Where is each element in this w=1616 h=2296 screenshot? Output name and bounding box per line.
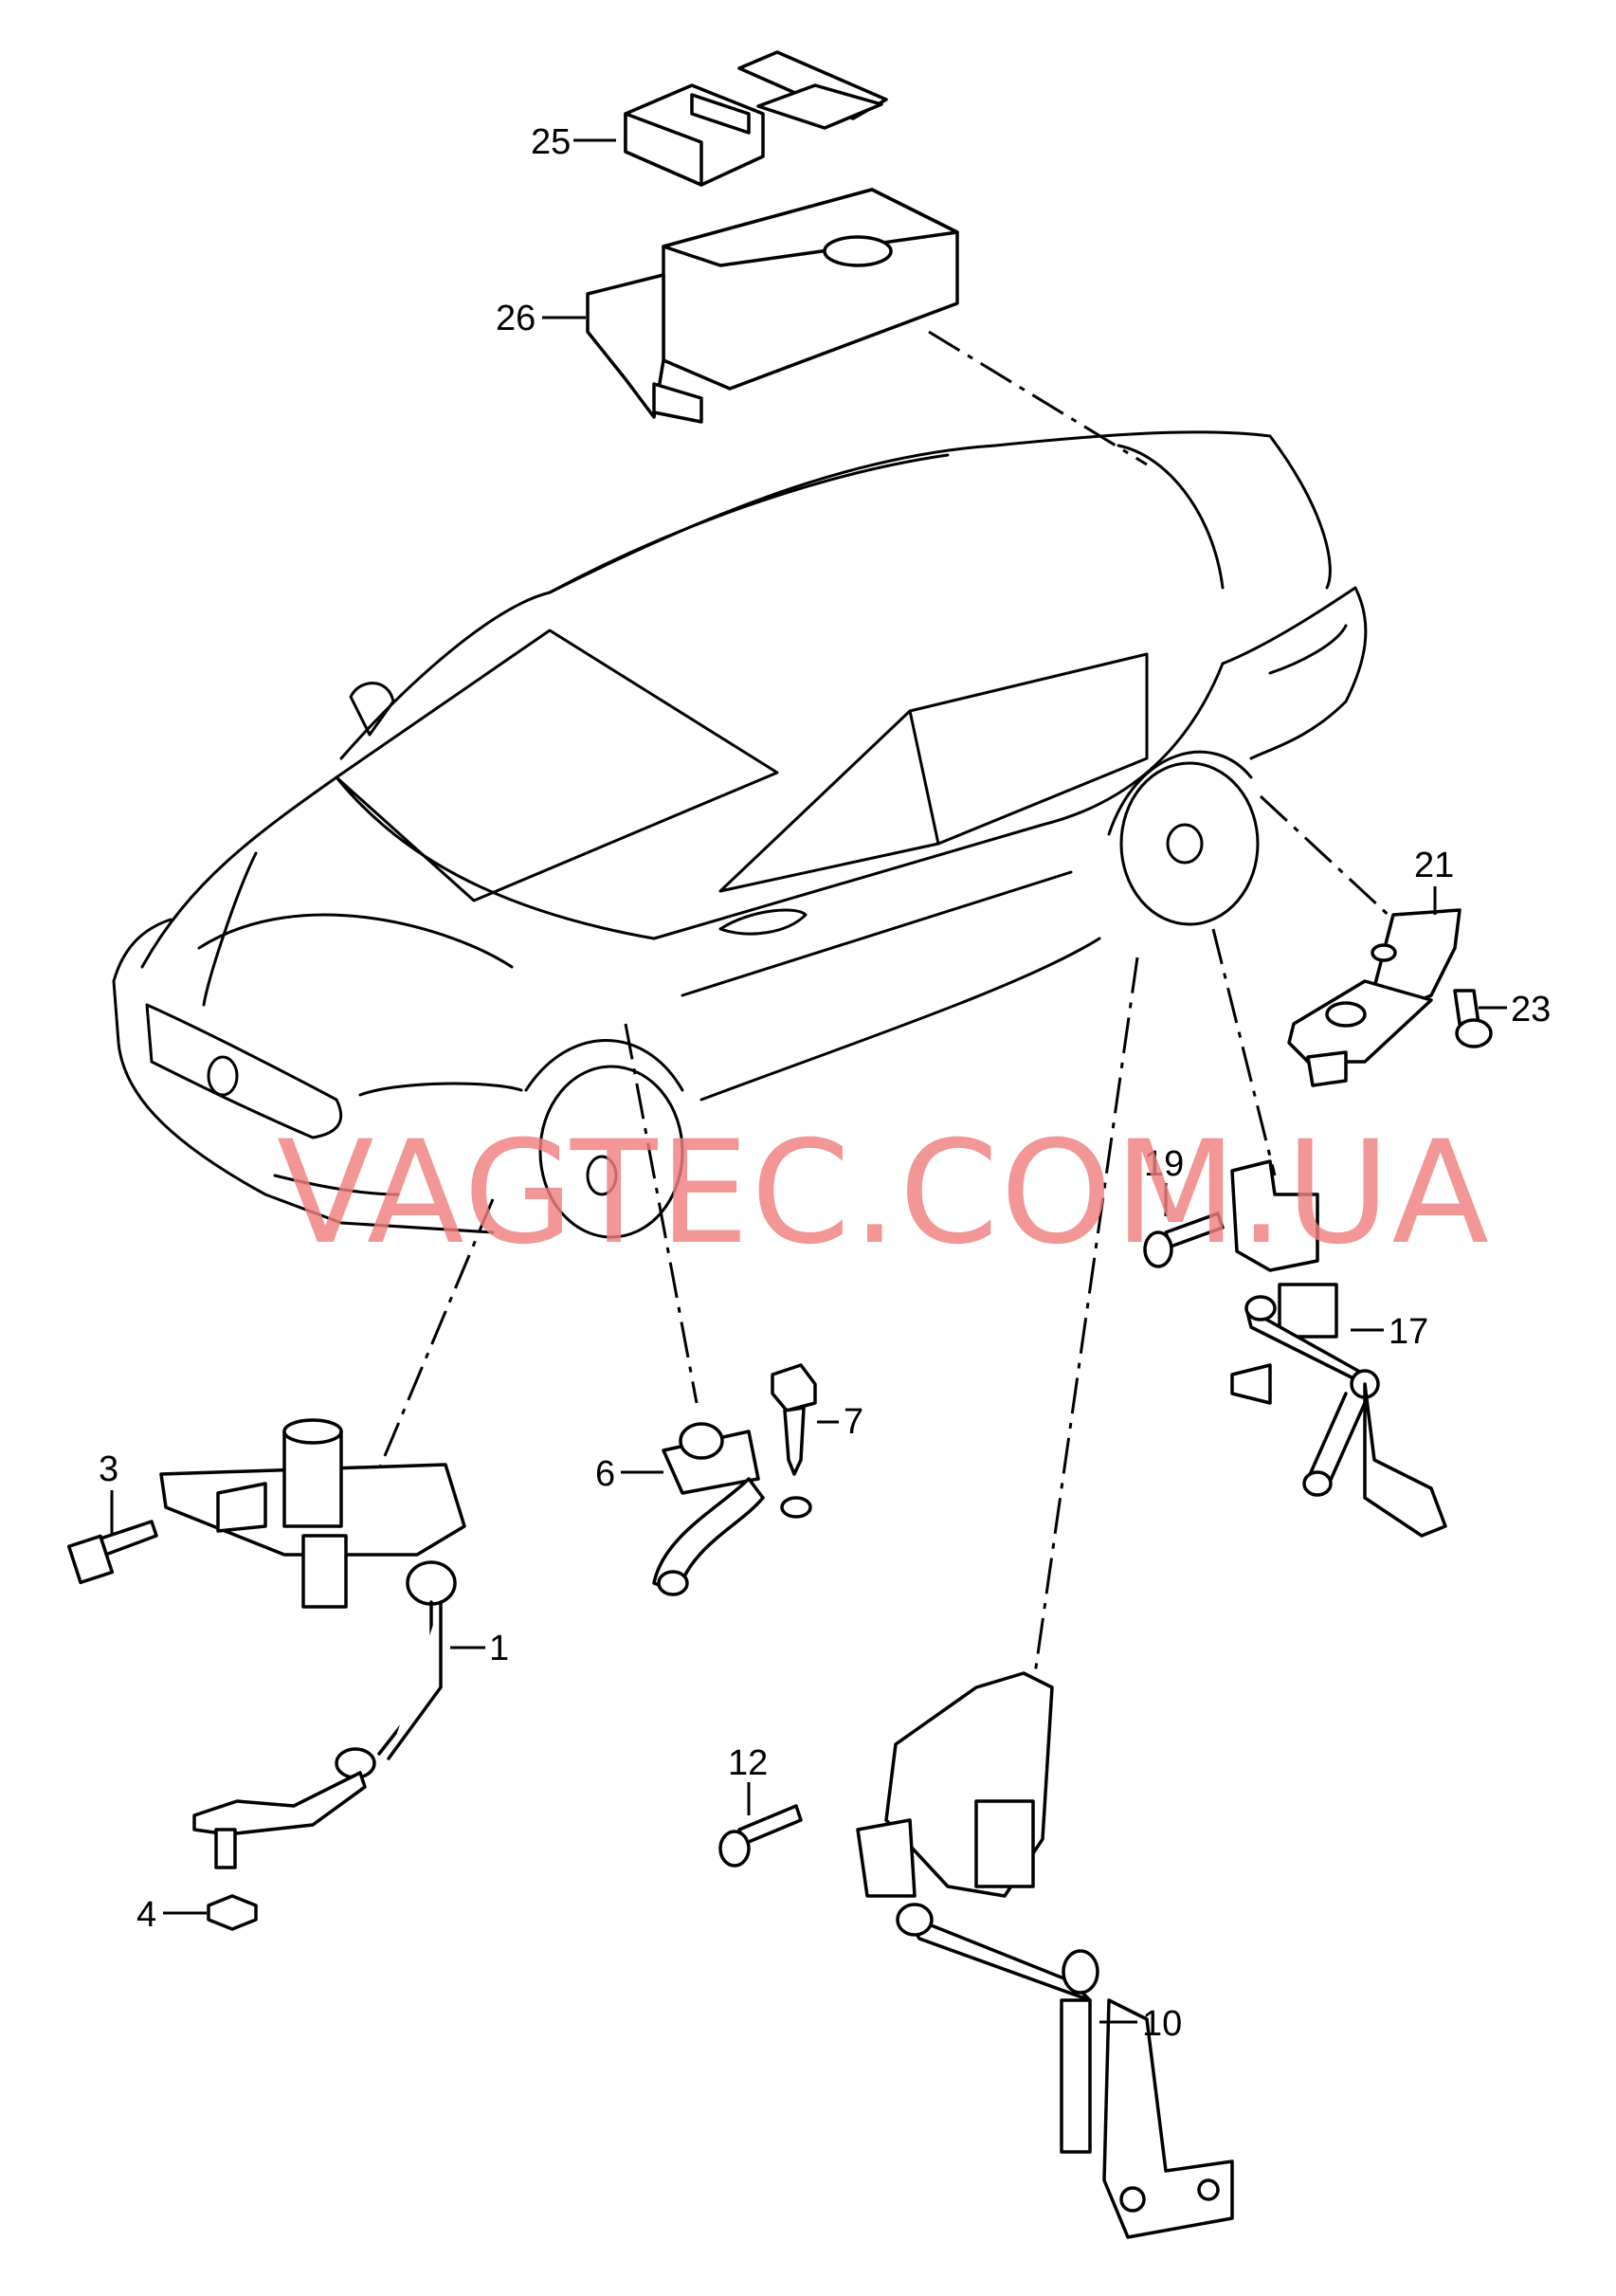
sensor-part-6 bbox=[652, 1422, 765, 1596]
bolt-part-23 bbox=[1453, 989, 1493, 1048]
callout-26: 26 bbox=[496, 299, 536, 338]
housing-part-26 bbox=[586, 188, 959, 424]
control-unit-part-25 bbox=[624, 50, 888, 187]
vehicle-outline bbox=[112, 430, 1368, 1239]
callout-1: 1 bbox=[489, 1629, 509, 1668]
callout-labels: 25 26 3 4 1 6 7 10 12 17 19 21 23 bbox=[99, 122, 1551, 2044]
callout-25: 25 bbox=[531, 122, 571, 162]
level-sensor-part-1 bbox=[159, 1418, 466, 1869]
watermark-text: VAGTEC.COM.UA bbox=[277, 1111, 1491, 1276]
callout-6: 6 bbox=[595, 1454, 615, 1494]
callout-10: 10 bbox=[1142, 2004, 1182, 2044]
callout-4: 4 bbox=[136, 1895, 156, 1935]
callout-12: 12 bbox=[728, 1743, 768, 1783]
level-sensor-part-10 bbox=[856, 1671, 1234, 2239]
bolt-part-3 bbox=[66, 1520, 158, 1585]
callout-7: 7 bbox=[844, 1402, 863, 1442]
callout-23: 23 bbox=[1511, 990, 1551, 1030]
assembly-dash-lines bbox=[377, 330, 1395, 1688]
leader-lines bbox=[110, 138, 1507, 2024]
callout-17: 17 bbox=[1389, 1312, 1428, 1352]
bracket-part-21 bbox=[1287, 908, 1462, 1087]
level-sensor-part-17 bbox=[1230, 1159, 1447, 1538]
callout-19: 19 bbox=[1144, 1144, 1184, 1184]
bolt-part-12 bbox=[718, 1804, 803, 1868]
screw-part-7 bbox=[771, 1363, 817, 1519]
callout-3: 3 bbox=[99, 1449, 118, 1489]
bolt-part-19 bbox=[1143, 1212, 1225, 1268]
nut-part-4 bbox=[207, 1894, 258, 1931]
callout-21: 21 bbox=[1414, 846, 1454, 885]
